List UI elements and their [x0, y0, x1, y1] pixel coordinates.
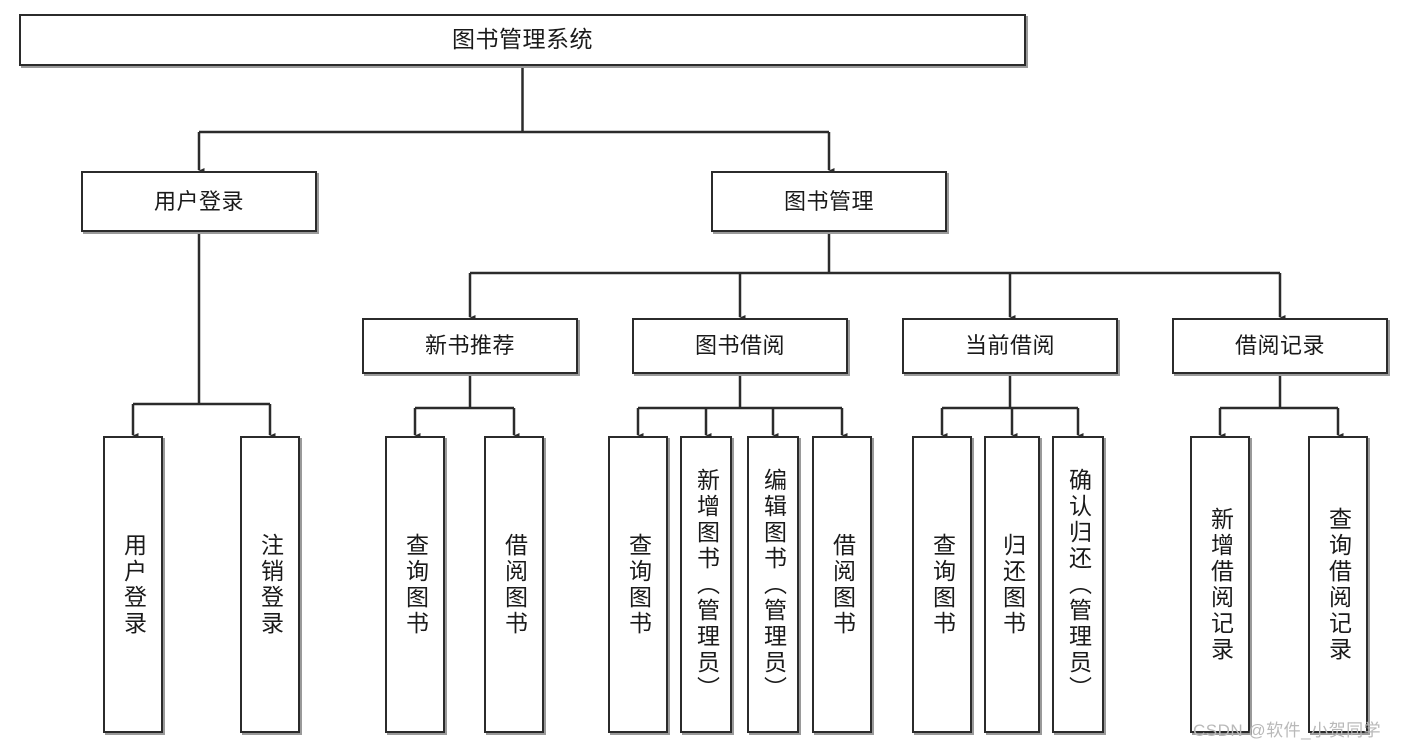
- node-label-leaf-borrow-book-1: 借阅图书: [501, 532, 528, 637]
- node-label-leaf-edit-book: 编辑图书（管理员）: [760, 467, 787, 702]
- node-label-leaf-query-record: 查询借阅记录: [1325, 506, 1352, 663]
- node-book-borrow[interactable]: 图书借阅: [632, 318, 848, 374]
- node-label-leaf-confirm-return: 确认归还（管理员）: [1065, 467, 1092, 702]
- node-leaf-edit-book[interactable]: 编辑图书（管理员）: [747, 436, 799, 733]
- node-borrow-record[interactable]: 借阅记录: [1172, 318, 1388, 374]
- node-label-root: 图书管理系统: [452, 26, 593, 53]
- node-leaf-add-book[interactable]: 新增图书（管理员）: [680, 436, 732, 733]
- node-label-leaf-add-book: 新增图书（管理员）: [693, 467, 720, 702]
- node-leaf-confirm-return[interactable]: 确认归还（管理员）: [1052, 436, 1104, 733]
- node-label-leaf-return-book: 归还图书: [999, 532, 1026, 637]
- node-leaf-logout[interactable]: 注销登录: [240, 436, 300, 733]
- node-label-book-borrow: 图书借阅: [694, 333, 785, 359]
- node-leaf-borrow-book-2[interactable]: 借阅图书: [812, 436, 872, 733]
- node-new-book-rec[interactable]: 新书推荐: [362, 318, 578, 374]
- node-leaf-add-record[interactable]: 新增借阅记录: [1190, 436, 1250, 733]
- node-label-user-login: 用户登录: [153, 188, 244, 214]
- node-label-book-manage: 图书管理: [783, 188, 874, 214]
- node-label-leaf-query-book-2: 查询图书: [625, 532, 652, 637]
- csdn-watermark: CSDN @软件_小贺同学: [1193, 721, 1382, 740]
- connector-lines: [127, 66, 1344, 443]
- node-book-manage[interactable]: 图书管理: [711, 171, 947, 232]
- node-label-leaf-user-login: 用户登录: [120, 532, 147, 637]
- node-label-new-book-rec: 新书推荐: [424, 333, 515, 359]
- node-label-current-borrow: 当前借阅: [964, 333, 1055, 359]
- node-label-leaf-query-book-3: 查询图书: [929, 532, 956, 637]
- node-label-leaf-borrow-book-2: 借阅图书: [829, 532, 856, 637]
- node-label-leaf-query-book-1: 查询图书: [402, 532, 429, 637]
- node-user-login[interactable]: 用户登录: [81, 171, 317, 232]
- node-leaf-query-book-3[interactable]: 查询图书: [912, 436, 972, 733]
- node-leaf-borrow-book-1[interactable]: 借阅图书: [484, 436, 544, 733]
- node-leaf-return-book[interactable]: 归还图书: [984, 436, 1040, 733]
- node-leaf-user-login[interactable]: 用户登录: [103, 436, 163, 733]
- node-leaf-query-book-2[interactable]: 查询图书: [608, 436, 668, 733]
- node-root[interactable]: 图书管理系统: [19, 14, 1026, 66]
- node-label-leaf-logout: 注销登录: [257, 532, 284, 637]
- node-current-borrow[interactable]: 当前借阅: [902, 318, 1118, 374]
- node-label-borrow-record: 借阅记录: [1234, 333, 1325, 359]
- node-label-leaf-add-record: 新增借阅记录: [1207, 506, 1234, 663]
- node-leaf-query-record[interactable]: 查询借阅记录: [1308, 436, 1368, 733]
- node-leaf-query-book-1[interactable]: 查询图书: [385, 436, 445, 733]
